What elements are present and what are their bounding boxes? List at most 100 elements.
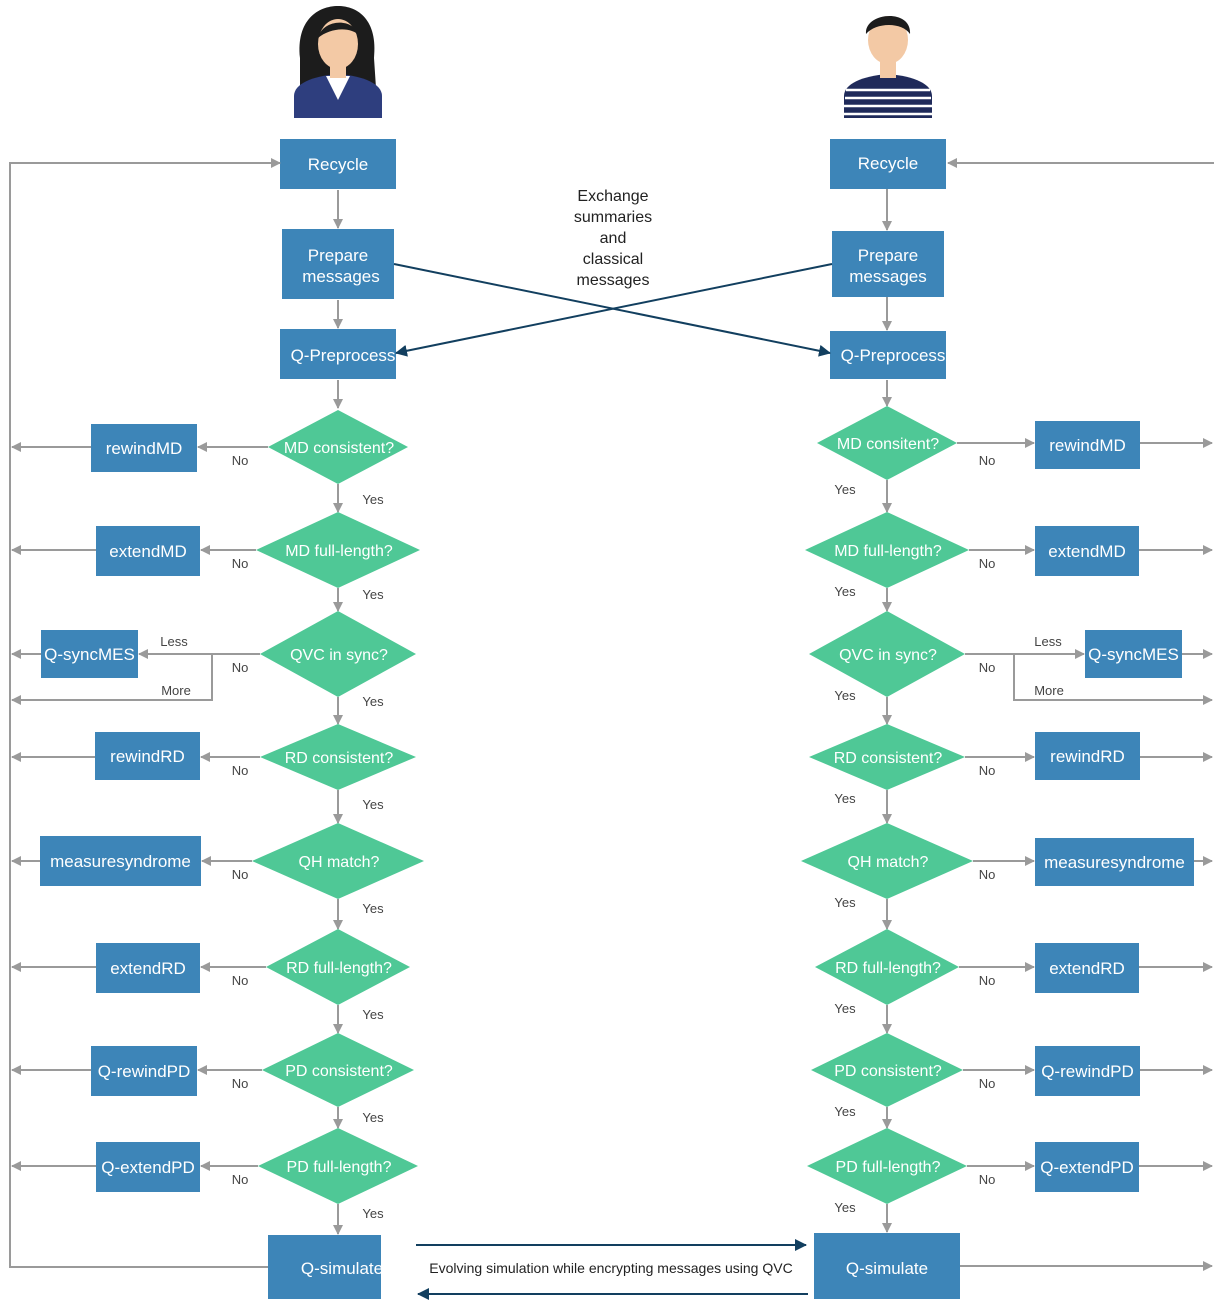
right-no-label: No xyxy=(979,763,996,778)
right-decision-diamond xyxy=(801,823,973,899)
right-decision-label: PD full-length? xyxy=(836,1159,941,1176)
left-decision-label: MD consistent? xyxy=(284,440,394,457)
right-decision-label: MD full-length? xyxy=(834,543,942,560)
right-action-label: Q-rewindPD xyxy=(1041,1062,1134,1081)
left-action-label: extendMD xyxy=(109,542,186,561)
left-recycle-loop xyxy=(9,158,281,1268)
left-no-label: No xyxy=(232,556,249,571)
left-simulate-box xyxy=(268,1235,381,1299)
right-recycle-label: Recycle xyxy=(858,154,918,173)
right-decision-diamond xyxy=(811,1033,963,1107)
right-decision-diamond xyxy=(809,724,965,790)
left-decision-diamond xyxy=(252,823,424,899)
left-recycle-label: Recycle xyxy=(308,155,368,174)
right-no-label: No xyxy=(979,867,996,882)
right-no-label: No xyxy=(979,973,996,988)
right-action-label: rewindMD xyxy=(1049,436,1126,455)
right-action-label: Q-extendPD xyxy=(1040,1158,1134,1177)
left-yes-label: Yes xyxy=(362,694,384,709)
right-yes-label: Yes xyxy=(834,1104,856,1119)
left-action-box xyxy=(96,943,200,993)
right-action-label: measuresyndrome xyxy=(1044,853,1185,872)
right-yes-label: Yes xyxy=(834,1001,856,1016)
left-decision-label: QVC in sync? xyxy=(290,647,388,664)
right-decision-diamond xyxy=(817,406,957,480)
left-action-label: Q-extendPD xyxy=(101,1158,195,1177)
left-no-label: No xyxy=(232,660,249,675)
exchange-note-line1: Exchange xyxy=(577,188,648,205)
left-action-label: rewindMD xyxy=(106,439,183,458)
right-less-label: Less xyxy=(1034,634,1062,649)
left-yes-label: Yes xyxy=(362,1007,384,1022)
right-more-arrow xyxy=(1013,654,1213,705)
right-action-box xyxy=(1035,1046,1140,1096)
left-no-label: No xyxy=(232,973,249,988)
right-decision-label: QH match? xyxy=(848,854,929,871)
right-yes-label: Yes xyxy=(834,584,856,599)
right-action-label: Q-syncMES xyxy=(1088,645,1179,664)
bottom-caption: Evolving simulation while encrypting mes… xyxy=(429,1260,792,1276)
left-action-label: Q-rewindPD xyxy=(98,1062,191,1081)
right-no-label: No xyxy=(979,453,996,468)
right-action-label: extendMD xyxy=(1048,542,1125,561)
right-action-box xyxy=(1035,421,1140,469)
left-action-box xyxy=(40,836,201,886)
right-decision-label: PD consistent? xyxy=(834,1063,942,1080)
right-action-box xyxy=(1035,732,1140,780)
right-action-box xyxy=(1035,526,1139,576)
left-prepare-box xyxy=(282,229,394,299)
left-simulate-label: Q-simulate xyxy=(301,1259,383,1278)
left-yes-label: Yes xyxy=(362,492,384,507)
left-preprocess-box xyxy=(280,329,396,379)
woman-avatar-icon xyxy=(294,6,382,118)
right-decision-label: QVC in sync? xyxy=(839,647,937,664)
exchange-note-line2: summaries xyxy=(574,209,652,226)
left-yes-label: Yes xyxy=(362,587,384,602)
right-more-label: More xyxy=(1034,683,1064,698)
right-yes-label: Yes xyxy=(834,791,856,806)
left-yes-label: Yes xyxy=(362,1110,384,1125)
left-decision-diamond xyxy=(258,1128,418,1204)
left-decision-diamond xyxy=(262,1033,414,1107)
right-action-box xyxy=(1035,838,1194,886)
left-yes-label: Yes xyxy=(362,901,384,916)
right-decision-diamond xyxy=(807,1128,967,1204)
right-preprocess-label: Q-Preprocess xyxy=(841,346,946,365)
right-yes-label: Yes xyxy=(834,688,856,703)
exchange-note-line3: and xyxy=(600,230,627,247)
right-yes-label: Yes xyxy=(834,1200,856,1215)
left-decision-label: RD full-length? xyxy=(286,960,392,977)
left-action-label: rewindRD xyxy=(110,747,185,766)
left-decision-diamond xyxy=(268,410,408,484)
left-decision-diamond xyxy=(260,724,416,790)
left-yes-label: Yes xyxy=(362,1206,384,1221)
left-yes-label: Yes xyxy=(362,797,384,812)
right-action-box xyxy=(1085,630,1182,678)
left-decision-diamond xyxy=(266,929,410,1005)
right-prepare-label-line1: Prepare xyxy=(858,246,918,265)
left-less-label: Less xyxy=(160,634,188,649)
right-action-label: rewindRD xyxy=(1050,747,1125,766)
left-decision-diamond xyxy=(260,611,416,697)
left-decision-label: QH match? xyxy=(299,854,380,871)
left-decision-label: PD consistent? xyxy=(285,1063,393,1080)
man-avatar-icon xyxy=(844,15,932,118)
left-no-label: No xyxy=(232,867,249,882)
right-no-label: No xyxy=(979,556,996,571)
left-no-label: No xyxy=(232,763,249,778)
right-simulate-label: Q-simulate xyxy=(846,1259,928,1278)
left-action-label: extendRD xyxy=(110,959,186,978)
left-prepare-label-line2: messages xyxy=(302,267,379,286)
exchange-note-line4: classical xyxy=(583,251,643,268)
left-decision-label: MD full-length? xyxy=(285,543,393,560)
exchange-note-line5: messages xyxy=(577,272,650,289)
left-action-box xyxy=(96,1142,200,1192)
right-yes-label: Yes xyxy=(834,895,856,910)
right-no-label: No xyxy=(979,1172,996,1187)
right-decision-diamond xyxy=(805,512,969,588)
left-more-label: More xyxy=(161,683,191,698)
left-action-box xyxy=(91,424,197,472)
left-no-label: No xyxy=(232,1172,249,1187)
right-decision-diamond xyxy=(815,929,959,1005)
